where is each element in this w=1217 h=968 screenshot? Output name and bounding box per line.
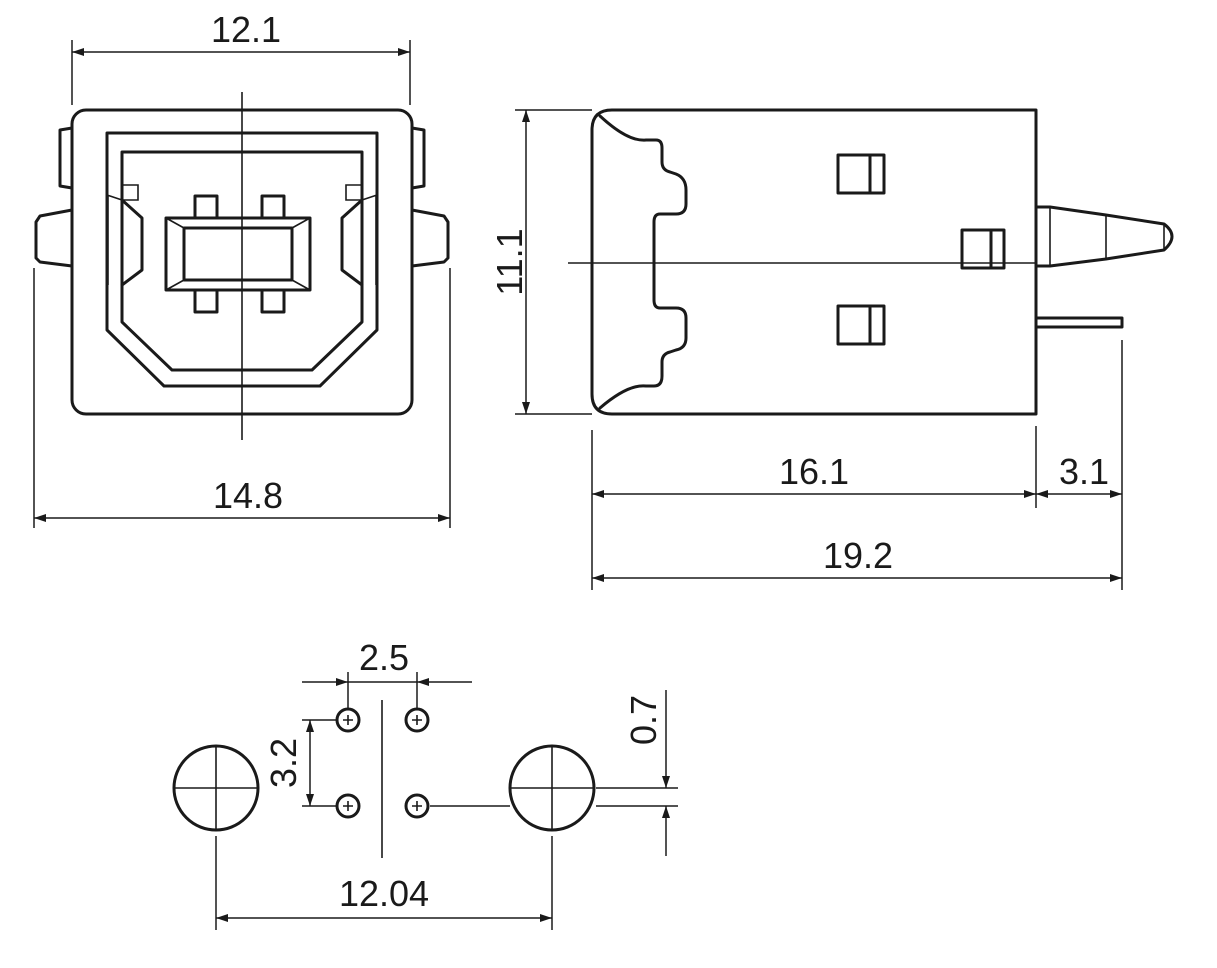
front-guide-left (120, 198, 144, 287)
side-window-bottom (836, 304, 886, 346)
pin-pad-3-cross (343, 801, 353, 811)
dim-3-2-label: 3.2 (263, 738, 304, 788)
pin-pad-4-cross (412, 801, 422, 811)
front-cavity-chamfer-right (345, 184, 378, 285)
side-window-mid (960, 228, 1006, 270)
front-tongue-bevel (165, 217, 311, 291)
front-cavity-outer (105, 131, 379, 388)
pin-pad-2 (404, 707, 430, 733)
side-rear-pin (1034, 205, 1174, 268)
dim-12-04-label: 12.04 (339, 873, 429, 914)
side-view: 11.1 16.1 3.1 19.2 (489, 108, 1174, 590)
side-window-top (836, 153, 886, 195)
front-left-latch (58, 126, 74, 190)
front-contact-2 (260, 194, 286, 220)
dim-11-1-label: 11.1 (489, 228, 530, 295)
dim-14-8-label: 14.8 (213, 475, 283, 516)
dim-2-5-label: 2.5 (359, 637, 409, 678)
front-right-latch (410, 126, 426, 190)
pcb-footprint: 2.5 3.2 0.7 12.04 (172, 637, 678, 930)
front-contact-1 (193, 194, 219, 220)
side-solder-lead (1034, 316, 1124, 329)
pin-pad-1 (335, 707, 361, 733)
front-contact-3 (193, 288, 219, 314)
dim-19-2-label: 19.2 (823, 535, 893, 576)
front-left-tab (34, 208, 74, 268)
dim-16-1-label: 16.1 (779, 451, 849, 492)
dim-3-1-label: 3.1 (1059, 451, 1109, 492)
pin-pad-3 (335, 793, 361, 819)
front-tongue (164, 216, 312, 292)
front-view: 12.1 14.8 (33, 9, 451, 528)
dim-0-7-label: 0.7 (623, 695, 664, 745)
pin-pad-4 (404, 793, 430, 819)
front-right-tab (410, 208, 450, 268)
front-guide-right (340, 198, 364, 287)
front-contact-4 (260, 288, 286, 314)
front-tongue-face (182, 226, 294, 282)
front-cavity-inner (120, 150, 364, 372)
front-cavity-chamfer-left (106, 184, 139, 285)
dim-12-1-label: 12.1 (211, 9, 281, 50)
pin-pad-2-cross (412, 715, 422, 725)
side-front-profile (598, 114, 688, 410)
pin-pad-1-cross (343, 715, 353, 725)
side-body-outline (590, 108, 1038, 416)
